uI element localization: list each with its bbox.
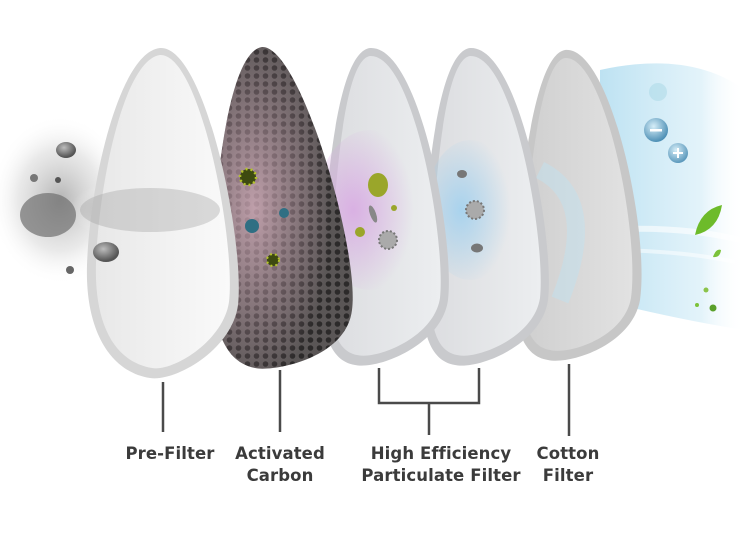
virus-icon — [378, 230, 398, 250]
activated-carbon-layer — [212, 46, 353, 369]
leaf-icon — [695, 205, 722, 312]
hepa-bracket-line — [377, 368, 481, 405]
leader-lines — [161, 364, 571, 436]
cotton-line1: Cotton — [536, 444, 600, 463]
pre-filter-layer — [80, 47, 239, 379]
hepa-filter-layer-1 — [315, 47, 449, 366]
hepa-line1: High Efficiency — [370, 444, 512, 463]
hepa-filter-layer-2 — [421, 47, 549, 366]
activated-carbon-line1: Activated — [235, 444, 325, 463]
pre-filter-label: Pre-Filter — [118, 443, 222, 465]
activated-carbon-label: Activated Carbon — [228, 443, 332, 487]
pre-filter-text: Pre-Filter — [125, 444, 215, 463]
activated-carbon-line2: Carbon — [246, 466, 314, 485]
cotton-filter-label: Cotton Filter — [528, 443, 608, 487]
hepa-line2: Particulate Filter — [361, 466, 521, 485]
virus-icon — [465, 200, 485, 220]
virus-icon — [238, 167, 280, 267]
plus-bubble-icon — [668, 143, 688, 163]
hepa-label: High Efficiency Particulate Filter — [352, 443, 530, 487]
cotton-line2: Filter — [542, 466, 594, 485]
minus-bubble-icon — [644, 118, 668, 142]
